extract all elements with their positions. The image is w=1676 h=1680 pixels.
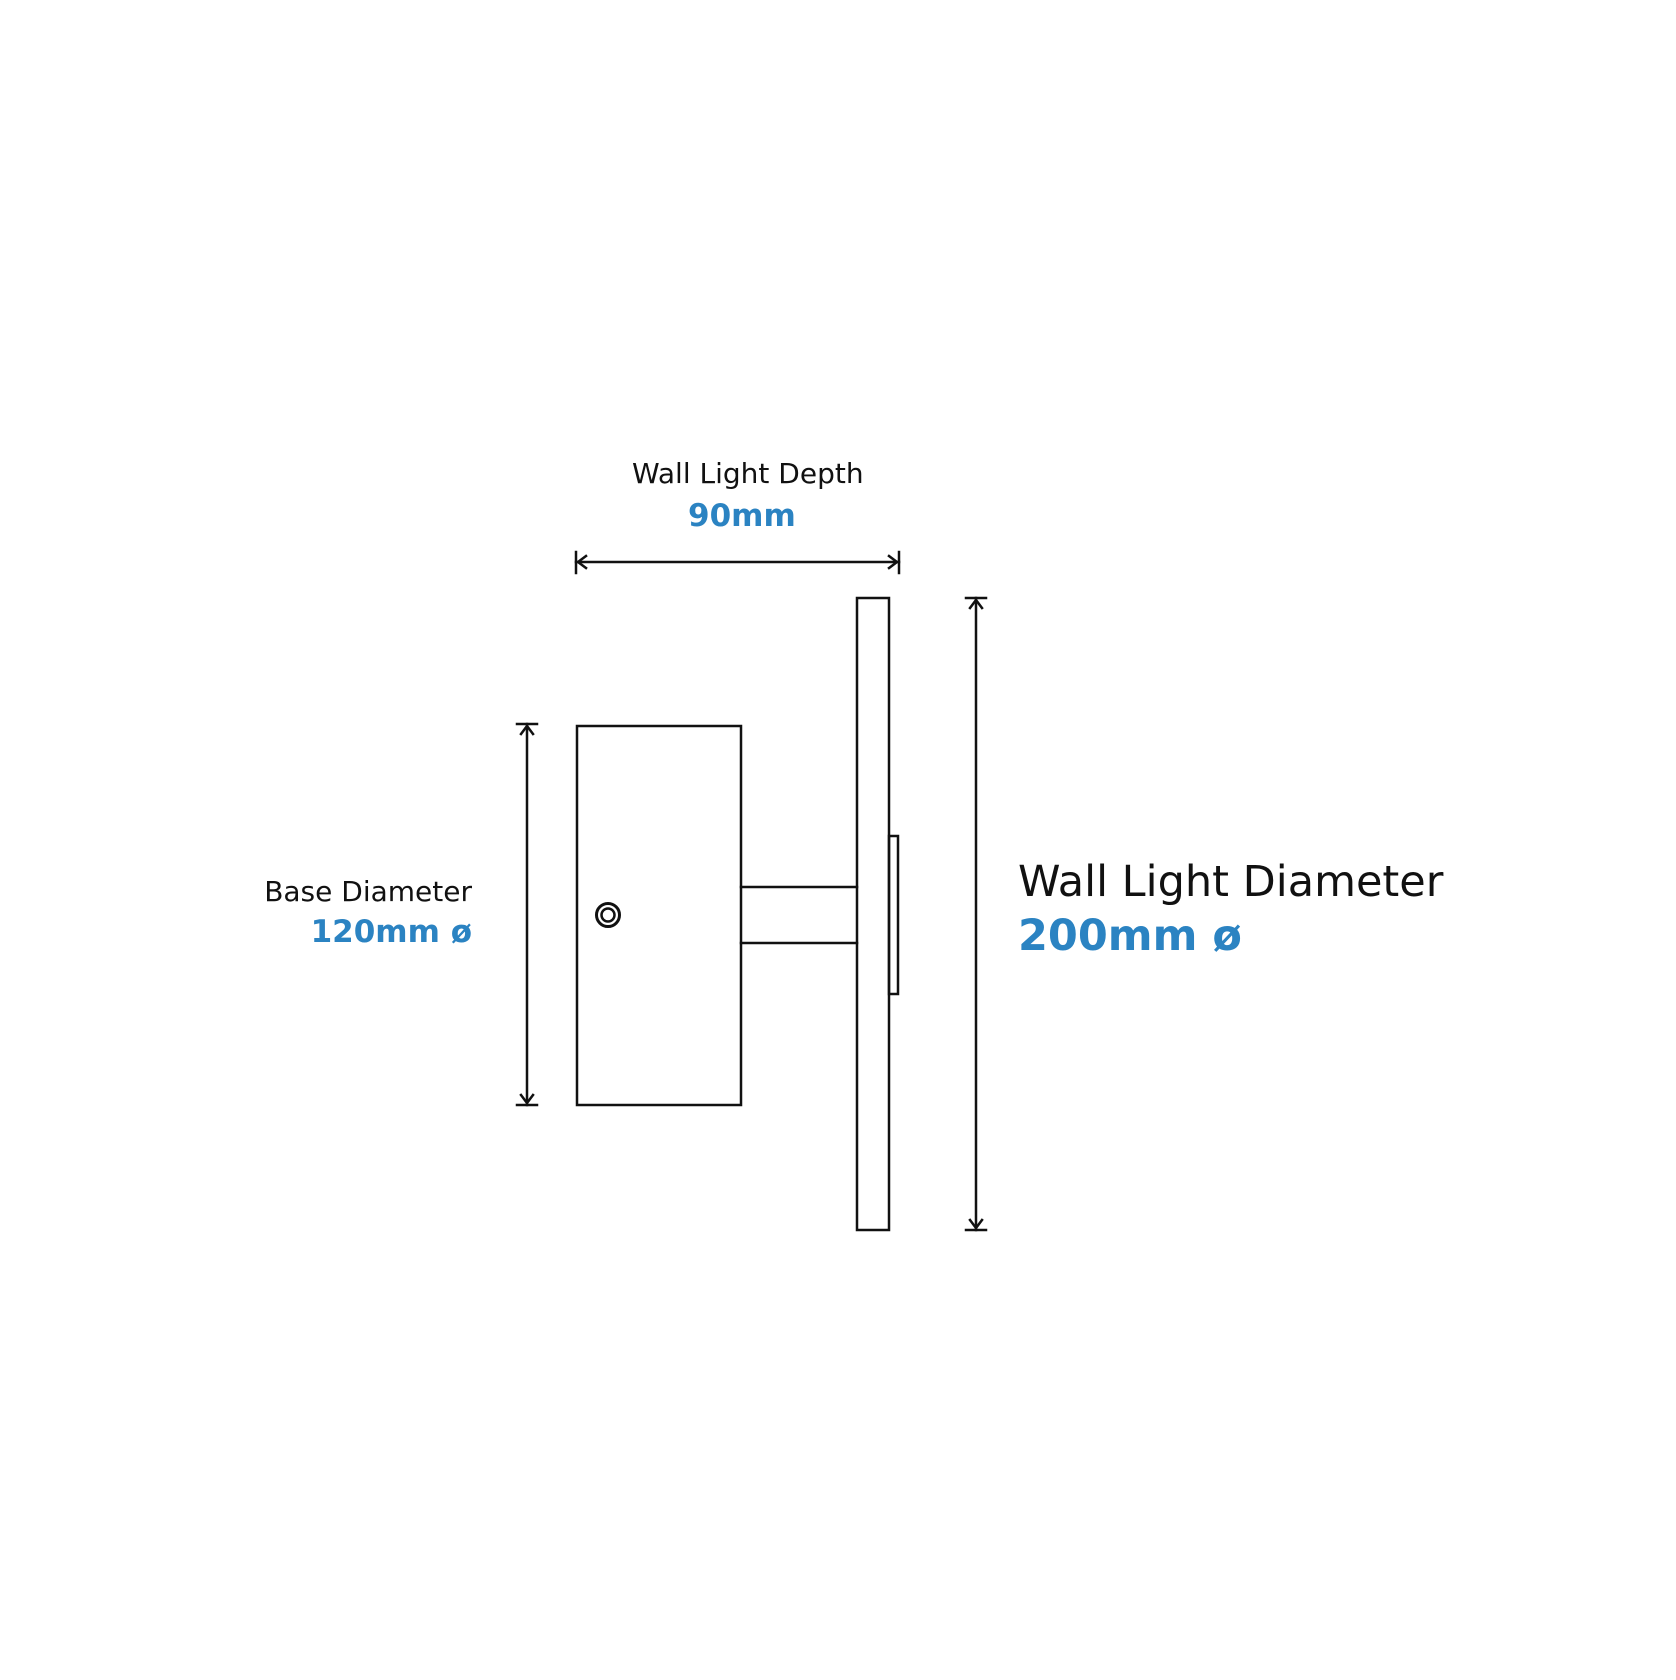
base-diameter-label: Base Diameter	[264, 875, 472, 908]
base-body	[575, 724, 743, 1107]
screw-icon	[595, 902, 621, 928]
arm-connector	[739, 885, 859, 945]
lamp-disc	[855, 596, 891, 1232]
wall-light-diameter-dimension-line	[964, 596, 988, 1232]
lamp-back-plate	[887, 834, 900, 996]
base-diameter-dimension-line	[515, 722, 539, 1107]
depth-value: 90mm	[688, 498, 796, 534]
depth-dimension-line	[574, 550, 901, 575]
base-diameter-value: 120mm ø	[310, 914, 472, 950]
wall-light-diameter-label: Wall Light Diameter	[1018, 857, 1444, 907]
depth-label: Wall Light Depth	[632, 457, 864, 490]
wall-light-diameter-value: 200mm ø	[1018, 911, 1242, 961]
